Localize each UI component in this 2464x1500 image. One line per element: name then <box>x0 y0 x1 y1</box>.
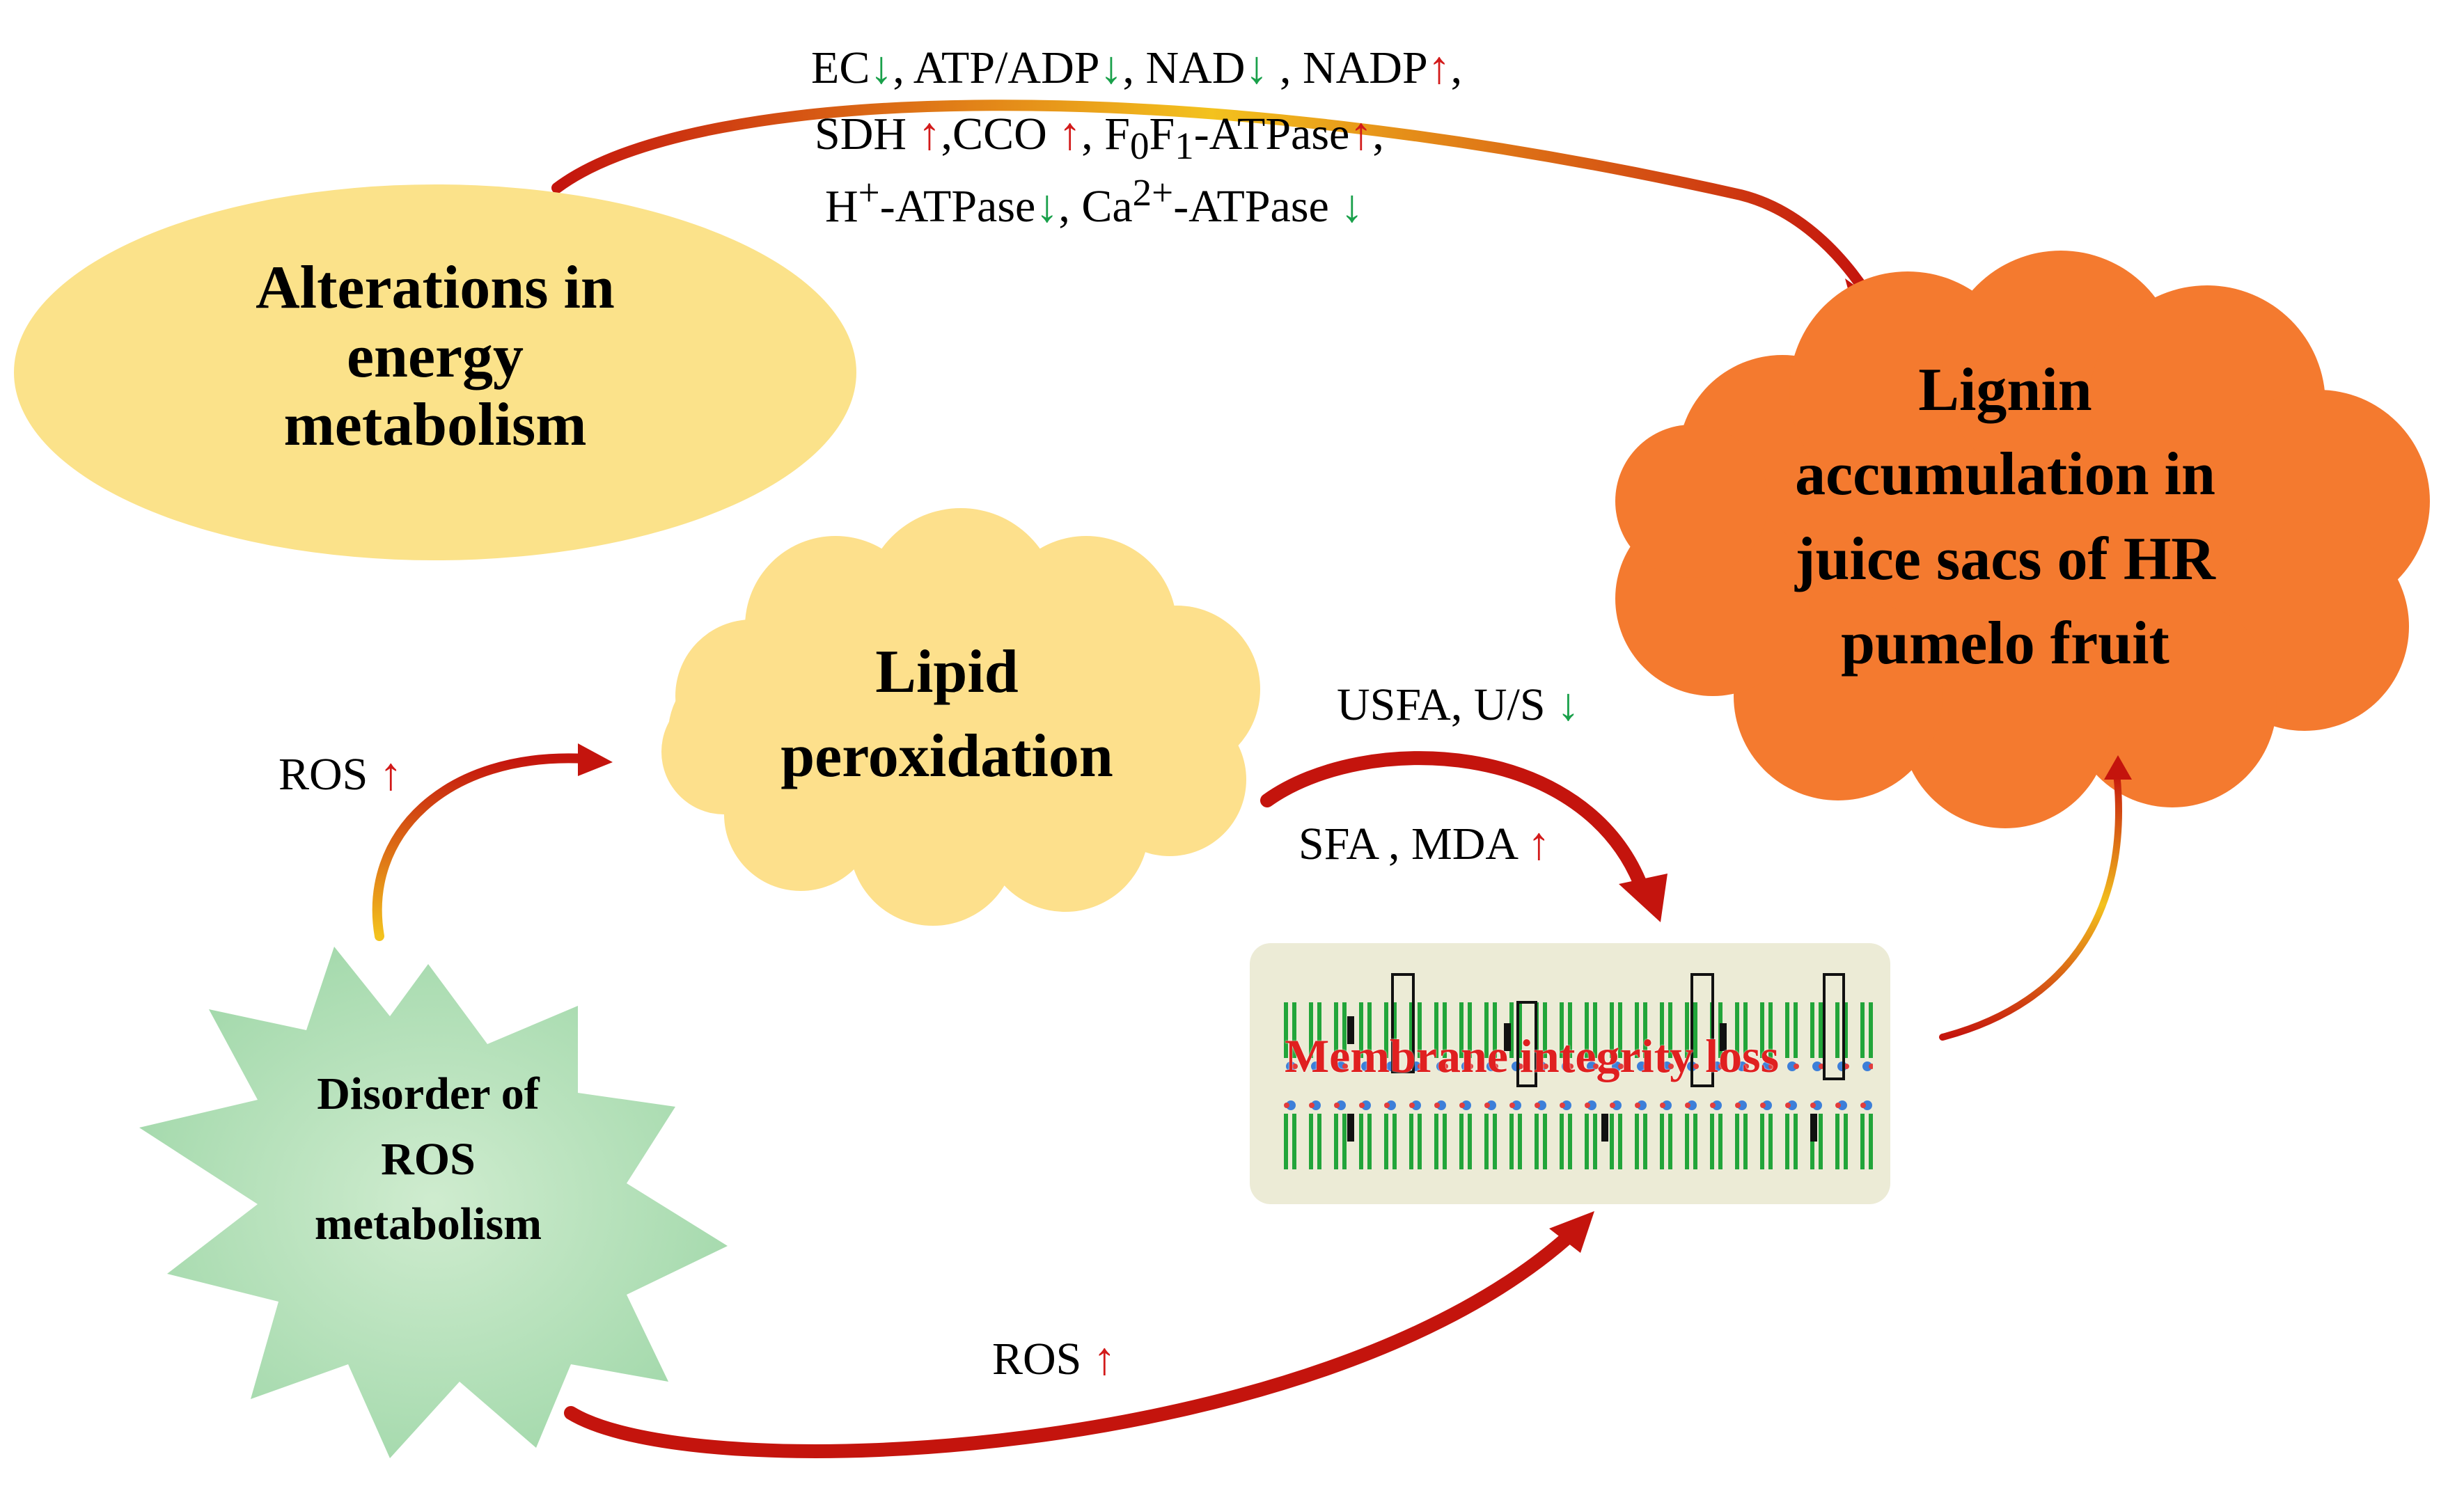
ros-title-line-3: metabolism <box>314 1199 542 1250</box>
lipid-title-line-1: Lipid <box>875 638 1019 706</box>
lignin-title-line-2: accumulation in <box>1795 441 2215 509</box>
ros-disorder-title: Disorder of ROS metabolism <box>240 1061 616 1257</box>
arrowhead-ros-to-lipid <box>578 743 613 776</box>
atp-adp-label: ATP/ADP <box>913 42 1100 93</box>
up-arrow-icon: ↑ <box>1349 109 1373 159</box>
energy-markers-line-2: SDH ↑,CCO ↑, F0F1-ATPase↑, <box>815 109 1384 168</box>
ros-left-marker: ROS ↑ <box>278 748 402 801</box>
arrow-ros-to-membrane <box>564 1225 1580 1458</box>
up-arrow-icon: ↑ <box>1058 109 1082 159</box>
up-arrow-icon: ↑ <box>1527 819 1551 869</box>
lignin-title-line-3: juice sacs of HR <box>1795 525 2215 593</box>
nadp-label: NADP <box>1302 42 1428 93</box>
ca-atpase-label: Ca2+-ATPase <box>1081 171 1329 232</box>
sfa-mda-marker: SFA , MDA ↑ <box>1298 818 1551 871</box>
up-arrow-icon: ↑ <box>1092 1334 1116 1384</box>
lipid-peroxidation-title: Lipid peroxidation <box>696 630 1198 799</box>
ec-label: EC <box>811 42 870 93</box>
energy-metabolism-title: Alterations in energy metabolism <box>157 254 714 460</box>
h-atpase-label: H+-ATPase <box>825 171 1036 232</box>
arrow-ros-to-lipid <box>372 753 590 941</box>
ros-title-line-2: ROS <box>381 1133 476 1185</box>
membrane-node <box>1250 943 1890 1204</box>
up-arrow-icon: ↑ <box>918 109 941 159</box>
ros-title-line-1: Disorder of <box>317 1068 540 1119</box>
down-arrow-icon: ↓ <box>1035 181 1059 232</box>
cco-label: CCO <box>952 109 1047 159</box>
lignin-accumulation-node <box>1615 251 2430 828</box>
sfa-mda-label: SFA , MDA <box>1298 819 1516 869</box>
ros-bottom-label: ROS <box>992 1334 1082 1384</box>
membrane-channels <box>1347 1016 1817 1142</box>
lignin-accumulation-title: Lignin accumulation in juice sacs of HR … <box>1692 348 2318 686</box>
down-arrow-icon: ↓ <box>1099 42 1123 93</box>
lignin-title-line-1: Lignin <box>1918 356 2092 424</box>
lipid-title-line-2: peroxidation <box>780 723 1113 791</box>
nad-label: NAD <box>1145 42 1246 93</box>
usfa-us-label: USFA, U/S <box>1337 679 1546 730</box>
f0f1-atpase-label: F0F1-ATPase <box>1104 109 1350 168</box>
down-arrow-icon: ↓ <box>1340 181 1364 232</box>
energy-title-line-1: Alterations in <box>256 254 615 322</box>
down-arrow-icon: ↓ <box>1557 679 1580 730</box>
energy-title-line-3: metabolism <box>283 391 587 459</box>
arrow-membrane-to-lignin <box>1939 769 2122 1041</box>
ros-disorder-node <box>139 947 728 1458</box>
arrowhead-ros-to-membrane <box>1549 1211 1594 1253</box>
sdh-label: SDH <box>815 109 907 159</box>
membrane-proteins <box>1391 973 1845 1087</box>
energy-markers-line-1: EC↓, ATP/ADP↓, NAD↓ , NADP↑, <box>811 42 1463 93</box>
energy-markers-line-3: H+-ATPase↓, Ca2+-ATPase ↓ <box>825 171 1364 232</box>
lipid-peroxidation-node <box>661 508 1260 926</box>
down-arrow-icon: ↓ <box>1245 42 1269 93</box>
lignin-title-line-4: pumelo fruit <box>1841 610 2169 678</box>
down-arrow-icon: ↓ <box>870 42 893 93</box>
up-arrow-icon: ↑ <box>1427 42 1451 93</box>
arrow-lipid-to-membrane <box>1260 751 1650 898</box>
energy-title-line-2: energy <box>346 322 524 390</box>
usfa-us-marker: USFA, U/S ↓ <box>1337 679 1580 732</box>
arrowhead-lipid-to-membrane <box>1619 874 1667 922</box>
membrane-integrity-label: Membrane integrity loss <box>1285 1029 1780 1082</box>
energy-metabolism-node <box>14 184 856 560</box>
ros-bottom-marker: ROS ↑ <box>992 1333 1116 1386</box>
up-arrow-icon: ↑ <box>379 749 402 800</box>
arrow-energy-to-lignin <box>551 100 1871 298</box>
ros-left-label: ROS <box>278 749 368 800</box>
arrowhead-membrane-to-lignin <box>2104 755 2132 780</box>
